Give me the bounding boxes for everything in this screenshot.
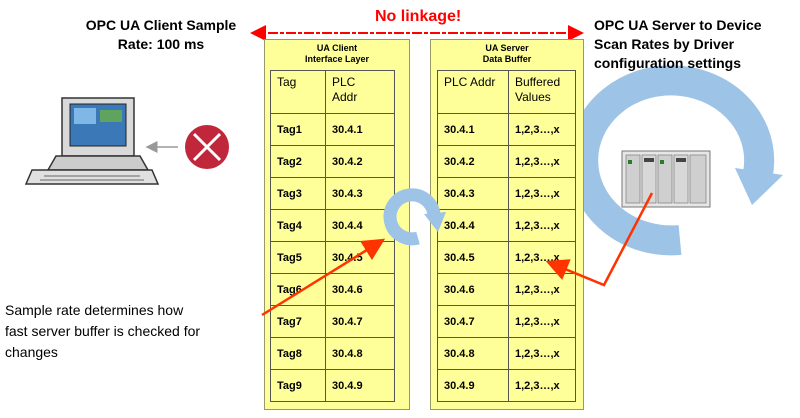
values-cell: 1,2,3…,x <box>508 337 576 370</box>
sample-note-line2: fast server buffer is checked for <box>5 323 201 339</box>
server-panel-title: UA Server Data Buffer <box>430 43 584 65</box>
server-label-line1: OPC UA Server to Device <box>594 17 762 33</box>
large-cycle-arrow-icon <box>568 65 783 256</box>
server-scan-rate-label: OPC UA Server to Device Scan Rates by Dr… <box>594 16 794 73</box>
small-cycle-arrow-icon <box>383 188 446 246</box>
tag-cell: Tag4 <box>270 209 326 242</box>
values-cell: 1,2,3…,x <box>508 305 576 338</box>
column-header-plc-addr-line2: Addr <box>332 90 358 104</box>
buffer-update-pointer-arrow <box>545 192 654 287</box>
no-linkage-label: No linkage! <box>375 8 462 25</box>
sample-note-line1: Sample rate determines how <box>5 302 184 318</box>
addr-cell: 30.4.4 <box>325 209 395 242</box>
client-panel-title-line2: Interface Layer <box>304 54 370 64</box>
table-header-row: Tag PLC Addr <box>270 70 395 114</box>
addr-cell: 30.4.9 <box>437 369 509 402</box>
column-header-plc-addr: PLC Addr <box>325 70 395 114</box>
client-label-line2: Rate: 100 ms <box>117 36 205 52</box>
tag-cell: Tag9 <box>270 369 326 402</box>
sample-rate-note: Sample rate determines how fast server b… <box>5 300 260 363</box>
server-panel-title-line1: UA Server <box>485 43 529 53</box>
server-panel-title-line2: Data Buffer <box>482 54 532 64</box>
values-cell: 1,2,3…,x <box>508 177 576 210</box>
addr-cell: 30.4.9 <box>325 369 395 402</box>
column-header-buffered-line1: Buffered <box>515 75 561 89</box>
addr-cell: 30.4.7 <box>325 305 395 338</box>
column-header-buffered-values: Buffered Values <box>508 70 576 114</box>
tag-cell: Tag3 <box>270 177 326 210</box>
tag-cell: Tag7 <box>270 305 326 338</box>
tag-cell: Tag2 <box>270 145 326 178</box>
computer-icon <box>24 97 160 185</box>
column-header-buffered-line2: Values <box>515 90 551 104</box>
client-sample-rate-label: OPC UA Client Sample Rate: 100 ms <box>76 16 246 54</box>
client-panel-title-line1: UA Client <box>316 43 358 53</box>
blocked-icon <box>185 125 229 169</box>
addr-cell: 30.4.3 <box>437 177 509 210</box>
client-panel-title: UA Client Interface Layer <box>264 43 410 65</box>
table-header-row: PLC Addr Buffered Values <box>437 70 576 114</box>
addr-cell: 30.4.6 <box>325 273 395 306</box>
values-cell: 1,2,3…,x <box>508 145 576 178</box>
addr-cell: 30.4.6 <box>437 273 509 306</box>
sample-note-line3: changes <box>5 344 58 360</box>
plc-rack-icon <box>621 150 711 208</box>
server-label-line2: Scan Rates by Driver <box>594 36 735 52</box>
tag-cell: Tag5 <box>270 241 326 274</box>
values-cell: 1,2,3…,x <box>508 369 576 402</box>
values-cell: 1,2,3…,x <box>508 113 576 146</box>
addr-cell: 30.4.5 <box>437 241 509 274</box>
server-label-line3: configuration settings <box>594 55 741 71</box>
tag-cell: Tag1 <box>270 113 326 146</box>
client-label-line1: OPC UA Client Sample <box>85 17 237 33</box>
sample-rate-pointer-arrow <box>261 238 386 317</box>
column-header-plc-addr-line1: PLC <box>332 75 356 89</box>
